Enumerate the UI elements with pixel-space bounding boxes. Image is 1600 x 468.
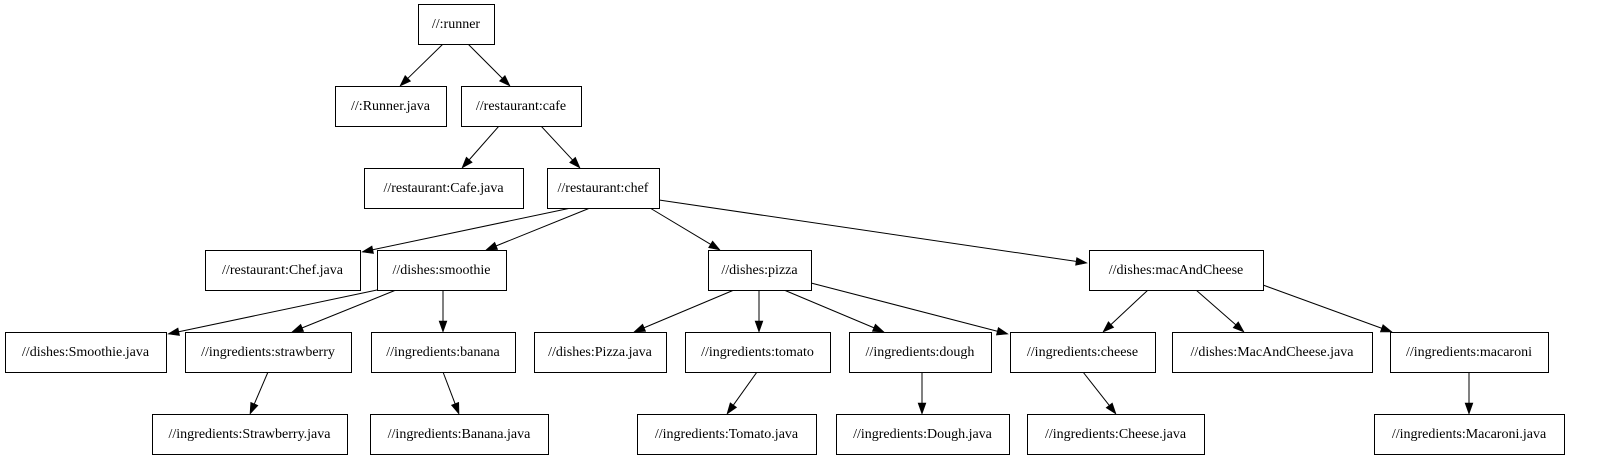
node-label: //dishes:pizza <box>721 263 798 278</box>
graph-edge <box>1464 372 1474 415</box>
graph-edge <box>783 289 885 333</box>
graph-edge <box>291 289 397 333</box>
node-label: //ingredients:banana <box>386 345 500 360</box>
graph-edge <box>810 282 1009 336</box>
graph-node[interactable]: //restaurant:Cafe.java <box>364 168 524 209</box>
graph-edge <box>467 43 511 87</box>
node-label: //restaurant:chef <box>558 181 649 196</box>
graph-node[interactable]: //restaurant:Chef.java <box>205 250 361 291</box>
node-label: //ingredients:Macaroni.java <box>1392 427 1547 442</box>
graph-node[interactable]: //:Runner.java <box>335 86 447 127</box>
graph-node[interactable]: //ingredients:cheese <box>1010 332 1156 373</box>
graph-node[interactable]: //ingredients:Dough.java <box>836 414 1010 455</box>
node-label: //dishes:MacAndCheese.java <box>1191 345 1355 360</box>
node-label: //ingredients:Dough.java <box>853 427 993 442</box>
node-label: //ingredients:Cheese.java <box>1045 427 1187 442</box>
node-label: //dishes:Pizza.java <box>548 345 653 360</box>
graph-edge <box>361 207 572 254</box>
graph-node[interactable]: //restaurant:chef <box>547 168 660 209</box>
graph-node[interactable]: //dishes:macAndCheese <box>1089 250 1264 291</box>
graph-node[interactable]: //ingredients:Tomato.java <box>637 414 817 455</box>
graph-edge <box>167 289 378 336</box>
node-layer: //:runner //:Runner.java //restaurant:cafe… <box>5 4 1565 455</box>
graph-edge <box>1195 289 1245 333</box>
graph-node[interactable]: //ingredients:strawberry <box>185 332 352 373</box>
node-label: //ingredients:Tomato.java <box>655 427 799 442</box>
graph-edge <box>399 43 444 87</box>
node-label: //dishes:smoothie <box>393 263 491 278</box>
graph-node[interactable]: //ingredients:Banana.java <box>370 414 549 455</box>
graph-edge <box>754 290 764 333</box>
node-label: //restaurant:Cafe.java <box>383 181 504 196</box>
graph-edge <box>485 207 591 251</box>
graph-node[interactable]: //:runner <box>418 4 495 45</box>
graph-node[interactable]: //ingredients:macaroni <box>1390 332 1549 373</box>
graph-edge <box>540 125 581 169</box>
graph-node[interactable]: //restaurant:cafe <box>461 86 582 127</box>
node-label: //dishes:macAndCheese <box>1109 263 1244 278</box>
node-label: //ingredients:strawberry <box>201 345 335 360</box>
node-label: //restaurant:cafe <box>476 99 566 114</box>
graph-edge <box>917 372 927 415</box>
edge-layer <box>167 43 1474 415</box>
graph-node[interactable]: //ingredients:tomato <box>685 332 831 373</box>
node-label: //dishes:Smoothie.java <box>22 345 150 360</box>
node-label: //ingredients:Banana.java <box>388 427 531 442</box>
node-label: //ingredients:cheese <box>1027 345 1138 360</box>
node-label: //ingredients:Strawberry.java <box>169 427 332 442</box>
graph-node[interactable]: //ingredients:Strawberry.java <box>152 414 348 455</box>
node-label: //ingredients:dough <box>866 345 975 360</box>
graph-edge <box>1082 371 1117 415</box>
node-label: //ingredients:macaroni <box>1406 345 1532 360</box>
node-label: //restaurant:Chef.java <box>222 263 344 278</box>
graph-edge <box>633 289 735 333</box>
node-label: //ingredients:tomato <box>701 345 814 360</box>
graph-edge <box>249 371 269 415</box>
graph-node[interactable]: //dishes:smoothie <box>377 250 507 291</box>
node-label: //:Runner.java <box>351 99 431 114</box>
graph-node[interactable]: //dishes:pizza <box>708 250 812 291</box>
graph-node[interactable]: //dishes:MacAndCheese.java <box>1172 332 1373 373</box>
graph-node[interactable]: //ingredients:dough <box>849 332 992 373</box>
graph-edge <box>442 371 460 415</box>
graph-node[interactable]: //ingredients:banana <box>371 332 516 373</box>
graph-node[interactable]: //dishes:Smoothie.java <box>5 332 167 373</box>
graph-edge <box>649 207 721 251</box>
graph-node[interactable]: //dishes:Pizza.java <box>534 332 667 373</box>
graph-edge <box>1262 284 1393 333</box>
graph-node[interactable]: //ingredients:Macaroni.java <box>1374 414 1565 455</box>
graph-edge <box>1102 289 1149 333</box>
graph-node[interactable]: //ingredients:Cheese.java <box>1027 414 1205 455</box>
graph-edge <box>438 290 448 333</box>
graph-edge <box>726 371 758 415</box>
graph-edge <box>461 125 500 169</box>
node-label: //:runner <box>432 17 481 32</box>
graph-edge <box>658 199 1088 266</box>
